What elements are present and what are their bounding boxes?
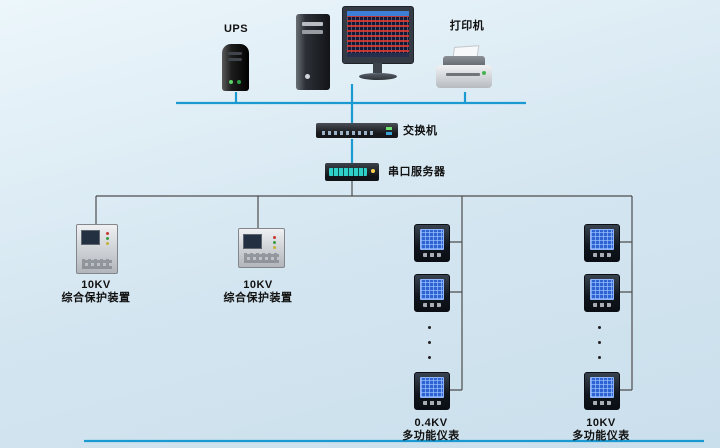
ups-device <box>222 44 249 91</box>
serial-server-label: 串口服务器 <box>388 166 446 178</box>
power-button <box>305 74 310 79</box>
monitor-stand <box>373 63 382 73</box>
meter-screen <box>590 279 614 300</box>
relay-screen <box>243 234 262 249</box>
relay-leds <box>106 232 109 235</box>
protection-device-2-label: 10KV 综合保护装置 <box>208 279 308 305</box>
printer-device <box>436 45 492 90</box>
relay-keypad <box>82 259 112 269</box>
printer-body <box>436 65 492 88</box>
meter-buttons <box>423 401 441 405</box>
meter-screen <box>420 279 444 300</box>
meter-screen <box>420 229 444 250</box>
serial-ports <box>329 168 367 176</box>
serial-server <box>325 163 379 181</box>
meter-column-1-label: 0.4KV 多功能仪表 <box>381 417 481 443</box>
printer-led <box>482 71 486 75</box>
power-meter <box>414 274 450 312</box>
meter-screen <box>420 377 444 398</box>
server-led <box>371 169 375 173</box>
relay-leds <box>273 236 276 239</box>
meter-col-2-type: 多功能仪表 <box>572 430 630 442</box>
monitor-base <box>359 73 397 80</box>
switch-label: 交换机 <box>403 125 438 137</box>
power-meter <box>584 224 620 262</box>
power-meter <box>584 372 620 410</box>
power-meter <box>414 224 450 262</box>
protection-device-2 <box>238 228 285 268</box>
meter-col-2-voltage: 10KV <box>586 417 616 429</box>
meter-buttons <box>423 253 441 257</box>
printer-output-slot <box>446 73 480 76</box>
relay-screen <box>81 230 100 245</box>
meter-screen <box>590 377 614 398</box>
meter-ellipsis <box>598 326 602 371</box>
meter-col-1-voltage: 0.4KV <box>414 417 448 429</box>
meter-col-1-type: 多功能仪表 <box>402 430 460 442</box>
protection-1-voltage: 10KV <box>81 279 111 291</box>
meter-ellipsis <box>428 326 432 371</box>
meter-column-1-line <box>447 196 463 391</box>
power-meter <box>414 372 450 410</box>
drive-bay <box>302 22 323 26</box>
ups-label: UPS <box>223 23 249 35</box>
relay-keypad <box>244 253 279 263</box>
protection-device-1-label: 10KV 综合保护装置 <box>46 279 146 305</box>
monitor-screen <box>347 11 409 57</box>
meter-buttons <box>423 303 441 307</box>
computer-monitor <box>342 6 414 84</box>
power-meter <box>584 274 620 312</box>
computer-tower <box>296 14 330 90</box>
meter-buttons <box>593 303 611 307</box>
protection-2-type: 综合保护装置 <box>223 292 293 304</box>
meter-column-2-line <box>617 196 633 391</box>
network-switch <box>316 123 398 138</box>
protection-device-1 <box>76 224 118 274</box>
meter-column-2-label: 10KV 多功能仪表 <box>551 417 651 443</box>
protection-2-voltage: 10KV <box>243 279 273 291</box>
meter-buttons <box>593 253 611 257</box>
printer-label: 打印机 <box>449 20 485 32</box>
meter-screen <box>590 229 614 250</box>
protection-1-type: 综合保护装置 <box>61 292 131 304</box>
meter-buttons <box>593 401 611 405</box>
monitor-frame <box>342 6 414 64</box>
